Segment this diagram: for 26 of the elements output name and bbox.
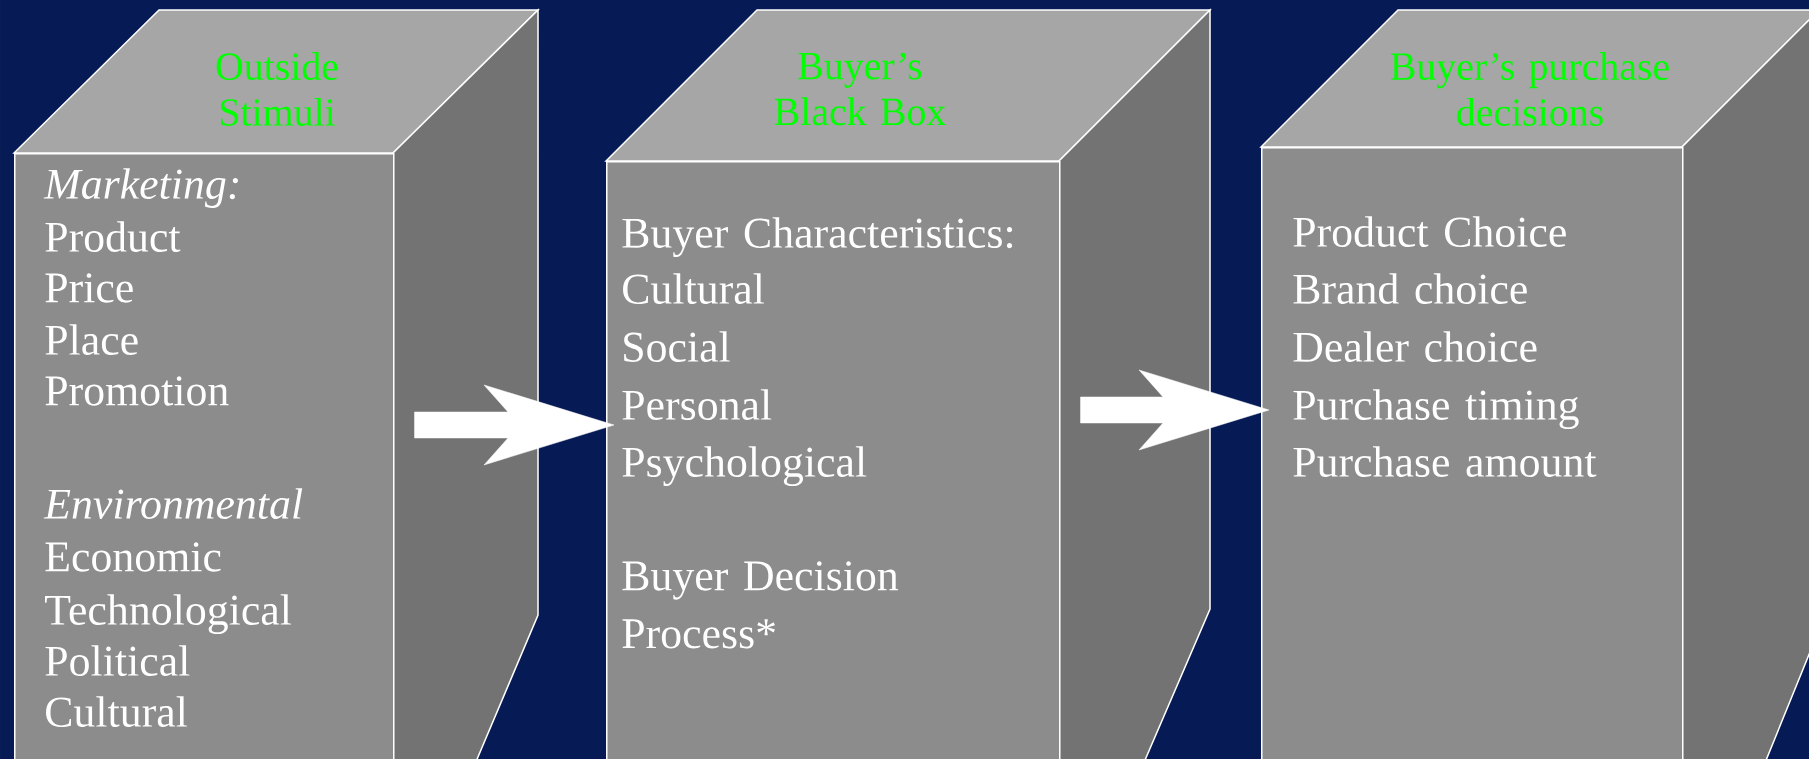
body-text: Product Choice [1293, 216, 1566, 247]
body-text: Personal [622, 389, 772, 420]
body-text: Purchase timing [1293, 389, 1579, 430]
body-text: Promotion [45, 376, 229, 406]
body-text: Political [45, 645, 190, 676]
body-text: Buyer Decision Process* [622, 561, 899, 649]
body-text: Price [45, 273, 133, 303]
block-arrow [414, 384, 615, 466]
body-text: Place [45, 324, 138, 355]
body-text: Cultural [46, 696, 187, 727]
body-text: Purchase amount [1293, 446, 1597, 477]
body-text: Marketing: [43, 168, 238, 208]
body-text: Cultural [623, 273, 764, 304]
body-text: Environmental [43, 488, 303, 520]
body-text: Dealer choice [1293, 331, 1537, 362]
body-text: Product [45, 221, 181, 252]
block-arrow [1080, 369, 1270, 451]
heading: Buyer’s Black Box [774, 52, 946, 126]
heading: Buyer’s purchase decisions [1390, 52, 1669, 126]
body-text: Brand choice [1293, 273, 1527, 304]
body-text: Psychological [622, 446, 867, 487]
heading: Outside Stimuli [216, 52, 338, 126]
body-text: Economic [45, 542, 221, 572]
body-text: Buyer Characteristics: [622, 217, 1013, 258]
body-text: Technological [45, 594, 292, 635]
body-text: Social [624, 331, 730, 362]
